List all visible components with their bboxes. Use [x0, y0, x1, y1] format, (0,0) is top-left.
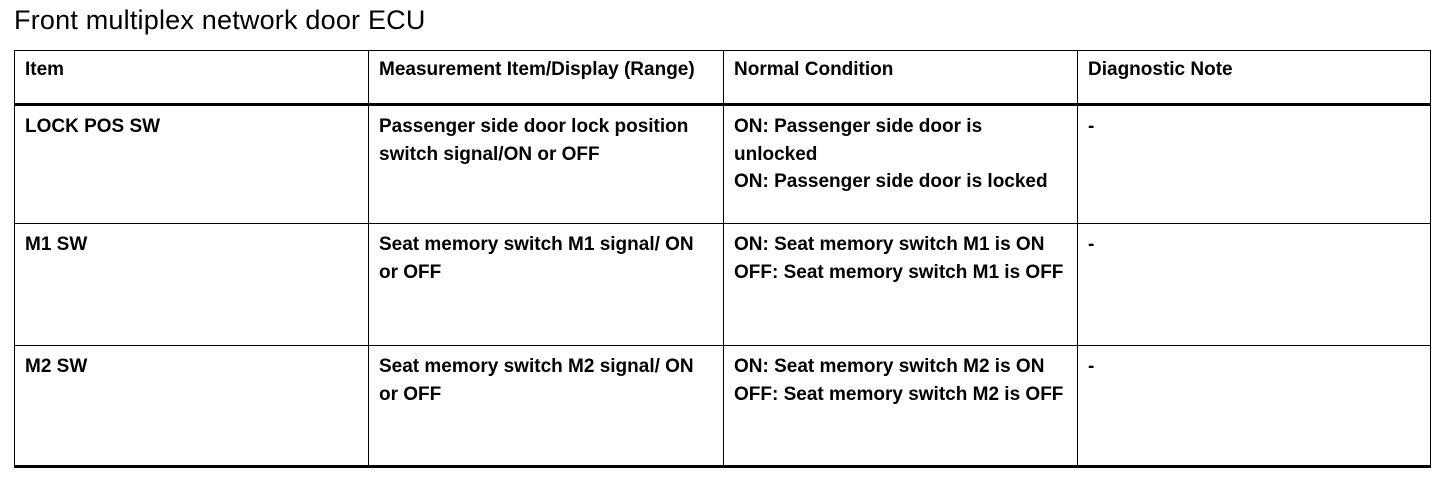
normal-condition-line: OFF: Seat memory switch M2 is OFF — [734, 383, 1064, 405]
cell-normal-condition: ON: Passenger side door is unlocked ON: … — [723, 103, 1078, 224]
normal-condition-line: ON: Seat memory switch M2 is ON — [734, 356, 1045, 377]
normal-condition-line: ON: Seat memory switch M1 is ON — [734, 234, 1045, 255]
header-item: Item — [14, 50, 369, 105]
cell-diagnostic-note: - — [1077, 223, 1431, 346]
cell-measurement: Seat memory switch M2 signal/ ON or OFF — [368, 345, 724, 468]
table-row: M2 SW Seat memory switch M2 signal/ ON o… — [14, 345, 1431, 468]
header-measurement: Measurement Item/Display (Range) — [368, 50, 724, 105]
page-title: Front multiplex network door ECU — [14, 5, 426, 35]
cell-item: M1 SW — [14, 223, 369, 346]
data-list-table: Item Measurement Item/Display (Range) No… — [14, 50, 1431, 468]
header-diagnostic-note: Diagnostic Note — [1077, 50, 1431, 105]
cell-diagnostic-note: - — [1077, 345, 1431, 468]
normal-condition-line: OFF: Seat memory switch M1 is OFF — [734, 261, 1064, 283]
normal-condition-line: ON: Passenger side door is unlocked — [734, 116, 983, 165]
table-row: M1 SW Seat memory switch M1 signal/ ON o… — [14, 223, 1431, 346]
cell-item: M2 SW — [14, 345, 369, 468]
normal-condition-line: ON: Passenger side door is locked — [734, 171, 1048, 192]
table-row: LOCK POS SW Passenger side door lock pos… — [14, 103, 1431, 224]
cell-normal-condition: ON: Seat memory switch M2 is ON OFF: Sea… — [723, 345, 1078, 468]
cell-diagnostic-note: - — [1077, 103, 1431, 224]
header-normal-condition: Normal Condition — [723, 50, 1078, 105]
cell-measurement: Passenger side door lock position switch… — [368, 103, 724, 224]
cell-item: LOCK POS SW — [14, 103, 369, 224]
cell-normal-condition: ON: Seat memory switch M1 is ON OFF: Sea… — [723, 223, 1078, 346]
table-header-row: Item Measurement Item/Display (Range) No… — [14, 50, 1431, 105]
cell-measurement: Seat memory switch M1 signal/ ON or OFF — [368, 223, 724, 346]
